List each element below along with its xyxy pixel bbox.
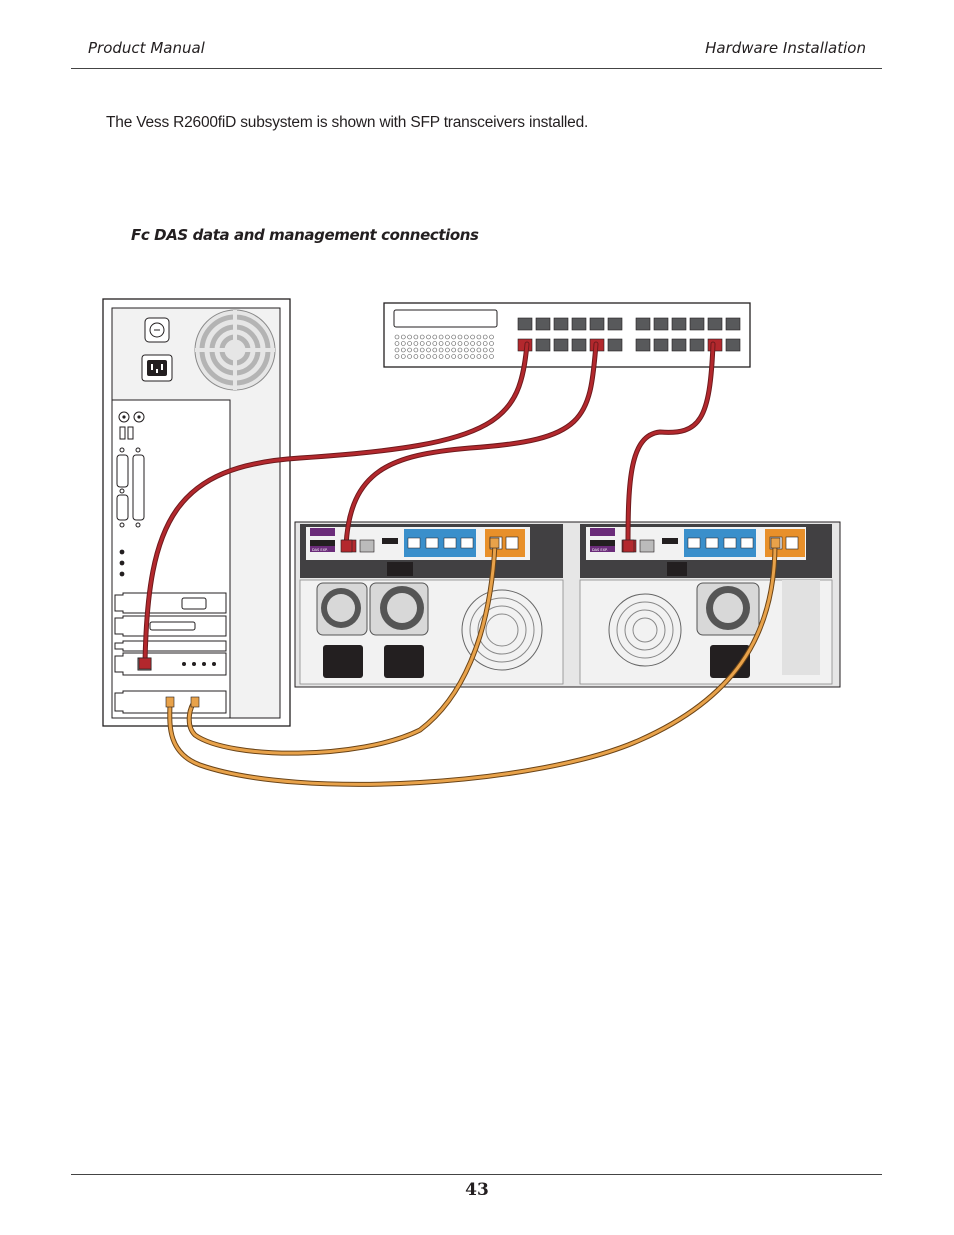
switch-port <box>653 338 669 352</box>
switch-port <box>725 317 741 331</box>
switch-port <box>671 317 687 331</box>
switch-port <box>725 338 741 352</box>
controller-1: DAS EXP. <box>300 524 563 578</box>
footer-rule <box>71 1174 882 1175</box>
page-number: 43 <box>465 1180 489 1200</box>
figure-title: Fc DAS data and management connections <box>131 226 479 244</box>
switch-port <box>653 317 669 331</box>
controller-2: DAS EXP. <box>580 524 832 578</box>
expansion-slots <box>114 592 227 714</box>
switch-port <box>553 338 569 352</box>
switch-port <box>671 338 687 352</box>
management-cables <box>142 341 716 665</box>
switch-port <box>553 317 569 331</box>
switch-port <box>571 338 587 352</box>
power-inlet-icon <box>141 354 173 382</box>
switch-port <box>535 338 551 352</box>
switch-port <box>535 317 551 331</box>
switch-port <box>689 338 705 352</box>
network-switch <box>383 302 751 368</box>
host-pc <box>102 298 291 727</box>
switch-port <box>689 317 705 331</box>
intro-paragraph: The Vess R2600fiD subsystem is shown wit… <box>106 114 589 131</box>
vess-subsystem: DAS EXP. DAS EXP. <box>294 521 841 688</box>
header-right: Hardware Installation <box>705 39 866 57</box>
data-cables <box>167 541 778 787</box>
switch-port <box>635 338 651 352</box>
switch-port <box>517 317 533 331</box>
header-left: Product Manual <box>88 39 205 57</box>
power-switch-icon <box>144 317 170 343</box>
switch-port <box>707 317 723 331</box>
serial-port-icon <box>116 447 145 528</box>
switch-port <box>589 317 605 331</box>
header-rule <box>71 68 882 69</box>
switch-port <box>571 317 587 331</box>
das-exp-label-2: DAS EXP. <box>592 548 608 552</box>
pc-fan-icon <box>194 309 276 391</box>
switch-port <box>607 317 623 331</box>
switch-port <box>607 338 623 352</box>
switch-port <box>635 317 651 331</box>
das-exp-label-1: DAS EXP. <box>312 548 328 552</box>
